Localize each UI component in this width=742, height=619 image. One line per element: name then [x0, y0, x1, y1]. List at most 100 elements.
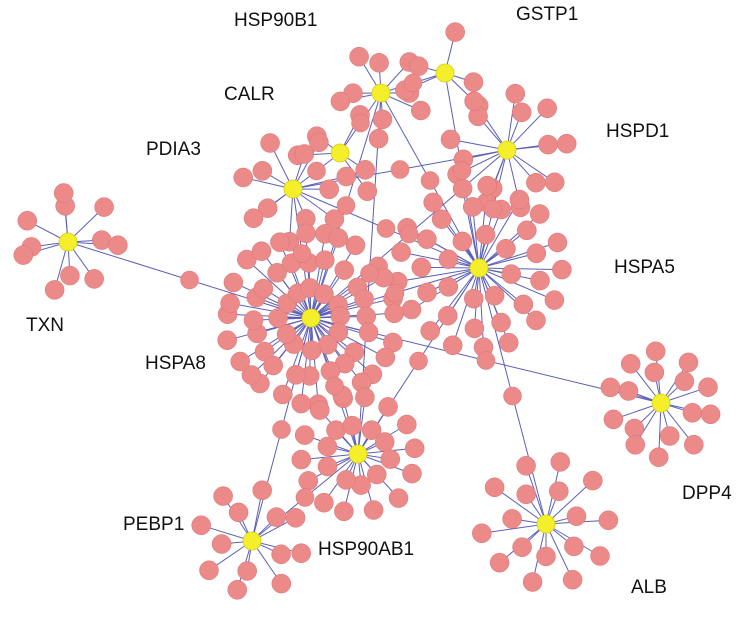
hub-node-HSP90B1[interactable]: [371, 83, 391, 103]
leaf-node-HSP90AB1-1[interactable]: [317, 436, 338, 457]
leaf-node-HSPA8-25[interactable]: [358, 322, 379, 343]
leaf-node-ALB-10[interactable]: [583, 470, 603, 491]
leaf-node-HSPA5-26[interactable]: [452, 178, 473, 199]
leaf-node-ALB-2[interactable]: [549, 481, 569, 501]
leaf-node-HSPD1-0[interactable]: [526, 172, 546, 193]
leaf-node-ALB-11[interactable]: [598, 510, 619, 531]
leaf-node-PEBP1-5[interactable]: [191, 515, 211, 536]
leaf-node-HSPA8-2[interactable]: [268, 308, 288, 328]
leaf-node-ALB-7[interactable]: [484, 477, 505, 498]
leaf-node-HSP90AB1-10[interactable]: [291, 449, 312, 470]
connector-node-HSPA8-PDIA3[interactable]: [292, 244, 312, 263]
connector-node-HSP90AB1-PEBP1[interactable]: [295, 488, 315, 507]
hub-node-ALB[interactable]: [536, 514, 556, 534]
leaf-node-HSPA5-36[interactable]: [442, 335, 463, 356]
connector-node-HSP90B1-GSTP1[interactable]: [403, 73, 423, 93]
leaf-node-HSP90AB1-20[interactable]: [363, 500, 384, 520]
leaf-node-DPP4-4[interactable]: [682, 403, 703, 423]
leaf-node-HSP90AB1-2[interactable]: [326, 420, 346, 440]
leaf-node-ALB-3[interactable]: [566, 506, 587, 526]
leaf-node-TXN-10[interactable]: [84, 269, 104, 289]
leaf-node-HSPA5-3[interactable]: [452, 231, 473, 252]
leaf-node-HSP90AB1-23[interactable]: [298, 471, 319, 491]
leaf-node-HSPA8-30[interactable]: [286, 365, 306, 385]
leaf-node-HSPA5-2[interactable]: [438, 249, 459, 269]
leaf-node-HSPA8-46[interactable]: [384, 303, 404, 324]
leaf-node-HSP90AB1-15[interactable]: [378, 397, 398, 417]
leaf-node-PEBP1-12[interactable]: [199, 560, 219, 581]
leaf-node-DPP4-2[interactable]: [644, 362, 665, 383]
leaf-node-PDIA3-6[interactable]: [243, 208, 264, 228]
connector-node-HSPA8-HSP90B1[interactable]: [336, 196, 356, 215]
leaf-node-HSPA5-27[interactable]: [477, 175, 497, 196]
leaf-node-HSP90AB1-6[interactable]: [380, 449, 401, 469]
connector-node-HSPA8-HSPD1[interactable]: [399, 224, 419, 244]
leaf-node-HSPA5-28[interactable]: [509, 189, 530, 210]
leaf-node-TXN-6[interactable]: [17, 210, 38, 231]
leaf-node-HSPA5-31[interactable]: [552, 259, 572, 280]
leaf-node-HSP90AB1-4[interactable]: [361, 420, 382, 440]
leaf-node-PEBP1-9[interactable]: [291, 543, 311, 563]
leaf-node-DPP4-8[interactable]: [620, 354, 641, 374]
leaf-node-PDIA3-2[interactable]: [252, 161, 273, 181]
leaf-node-PDIA3-8[interactable]: [260, 133, 280, 153]
leaf-node-DPP4-9[interactable]: [645, 341, 666, 362]
leaf-node-HSP90B1-1[interactable]: [372, 109, 393, 130]
leaf-node-PDIA3-10[interactable]: [336, 166, 357, 187]
leaf-node-ALB-12[interactable]: [590, 546, 610, 566]
leaf-node-HSPA8-37[interactable]: [251, 241, 272, 261]
leaf-node-HSPA5-7[interactable]: [484, 285, 505, 306]
leaf-node-HSPA8-34[interactable]: [220, 293, 240, 314]
hub-node-HSPA5[interactable]: [469, 258, 489, 278]
connector-node-HSPA5-GSTP1[interactable]: [452, 161, 472, 180]
leaf-node-HSPA8-56[interactable]: [241, 365, 262, 385]
leaf-node-HSP90AB1-5[interactable]: [374, 432, 395, 452]
leaf-node-HSP90B1-4[interactable]: [411, 100, 431, 121]
leaf-node-HSPA8-32[interactable]: [217, 330, 237, 350]
leaf-node-ALB-4[interactable]: [564, 536, 584, 557]
leaf-node-HSPA8-14[interactable]: [243, 310, 264, 330]
leaf-node-HSPA5-21[interactable]: [401, 299, 422, 320]
leaf-node-PEBP1-8[interactable]: [285, 508, 306, 528]
leaf-node-HSPA5-4[interactable]: [475, 224, 496, 245]
leaf-node-ALB-6[interactable]: [512, 537, 532, 557]
leaf-node-TXN-0[interactable]: [60, 265, 80, 286]
leaf-node-PEBP1-1[interactable]: [228, 502, 249, 523]
leaf-node-HSPD1-13[interactable]: [556, 133, 577, 154]
leaf-node-HSP90AB1-19[interactable]: [388, 488, 409, 508]
leaf-node-HSPA5-18[interactable]: [513, 294, 534, 315]
leaf-node-HSP90AB1-9[interactable]: [336, 470, 356, 490]
leaf-node-HSP90AB1-17[interactable]: [404, 438, 425, 459]
leaf-node-HSPA5-23[interactable]: [391, 242, 411, 262]
leaf-node-DPP4-7[interactable]: [600, 377, 621, 398]
leaf-node-HSP90AB1-12[interactable]: [310, 400, 330, 420]
leaf-node-HSPA8-6[interactable]: [314, 284, 334, 304]
leaf-node-PEBP1-0[interactable]: [211, 534, 232, 554]
leaf-node-TXN-8[interactable]: [94, 197, 114, 217]
leaf-node-HSPA8-36[interactable]: [237, 249, 257, 270]
connector-node-PDIA3-HSPD1[interactable]: [390, 160, 410, 179]
leaf-node-HSP90B1-5[interactable]: [368, 128, 389, 149]
leaf-node-ALB-1[interactable]: [516, 484, 536, 505]
leaf-node-HSPA8-38[interactable]: [270, 232, 290, 252]
leaf-node-HSPA8-39[interactable]: [296, 223, 316, 244]
leaf-node-PDIA3-4[interactable]: [319, 179, 339, 200]
leaf-node-HSPD1-11[interactable]: [505, 83, 526, 104]
leaf-node-CALR-0[interactable]: [355, 160, 375, 180]
leaf-node-PEBP1-4[interactable]: [237, 561, 257, 581]
leaf-node-HSPA8-11[interactable]: [302, 340, 322, 361]
leaf-node-PDIA3-11[interactable]: [324, 209, 345, 229]
hub-node-GSTP1[interactable]: [435, 63, 455, 83]
leaf-node-HSPA5-34[interactable]: [498, 332, 519, 353]
hub-node-HSPA8[interactable]: [301, 308, 321, 328]
leaf-node-HSPA5-5[interactable]: [496, 238, 516, 259]
leaf-node-TXN-5[interactable]: [13, 245, 34, 265]
leaf-node-HSPA5-29[interactable]: [529, 204, 550, 224]
leaf-node-ALB-15[interactable]: [489, 552, 510, 573]
leaf-node-DPP4-11[interactable]: [698, 377, 718, 397]
leaf-node-HSPA5-9[interactable]: [417, 282, 437, 303]
leaf-node-DPP4-13[interactable]: [684, 434, 704, 455]
connector-node-HSPA5-HSP90B1[interactable]: [420, 171, 440, 190]
leaf-node-DPP4-14[interactable]: [648, 447, 669, 467]
leaf-node-HSPD1-5[interactable]: [538, 134, 558, 155]
